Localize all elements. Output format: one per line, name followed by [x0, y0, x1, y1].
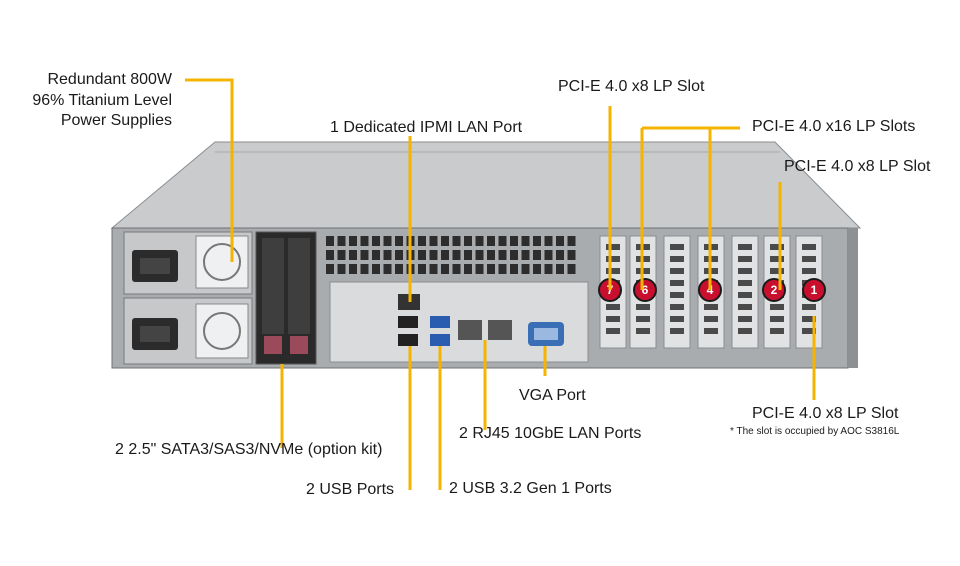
ipmi-label: 1 Dedicated IPMI LAN Port — [330, 119, 523, 136]
rj45-label: 2 RJ45 10GbE LAN Ports — [459, 425, 642, 442]
drive-bay-label: 2 2.5" SATA3/SAS3/NVMe (option kit) — [115, 441, 383, 458]
psu-label-line3: Power Supplies — [60, 112, 172, 129]
vga-label: VGA Port — [519, 387, 586, 404]
rj45-port-b — [488, 320, 512, 340]
callout-lines — [185, 78, 816, 490]
aoc-note: * The slot is occupied by AOC S3816L — [730, 426, 900, 437]
slot-badge-6: 6 — [633, 278, 657, 302]
pcie-x8-right-label: PCI-E 4.0 x8 LP Slot — [784, 158, 931, 175]
slot-badge-2: 2 — [762, 278, 786, 302]
power-supply-1 — [123, 231, 253, 295]
pcie-x16-label: PCI-E 4.0 x16 LP Slots — [752, 118, 916, 135]
psu-label-line1: Redundant 800W — [47, 71, 172, 88]
power-supply-2 — [123, 297, 253, 365]
slot-number: 6 — [642, 283, 649, 297]
usb32-port-b — [430, 334, 450, 346]
usb-port-b — [398, 334, 418, 346]
pcie-x8-top-label: PCI-E 4.0 x8 LP Slot — [558, 78, 705, 95]
vent-grid — [326, 236, 576, 274]
slot-number: 2 — [771, 283, 778, 297]
pcie-x8-bottom-label: PCI-E 4.0 x8 LP Slot — [752, 405, 899, 422]
drive-bays — [255, 231, 317, 365]
usb-port-a — [398, 316, 418, 328]
slot-badge-1: 1 — [802, 278, 826, 302]
rj45-port-a — [458, 320, 482, 340]
slot-number: 1 — [811, 283, 818, 297]
usb-label: 2 USB Ports — [306, 481, 395, 498]
chassis-top — [110, 141, 862, 229]
usb32-label: 2 USB 3.2 Gen 1 Ports — [449, 480, 612, 497]
io-panel — [329, 281, 589, 363]
usb32-port-a — [430, 316, 450, 328]
psu-label-line2: 96% Titanium Level — [32, 92, 172, 109]
